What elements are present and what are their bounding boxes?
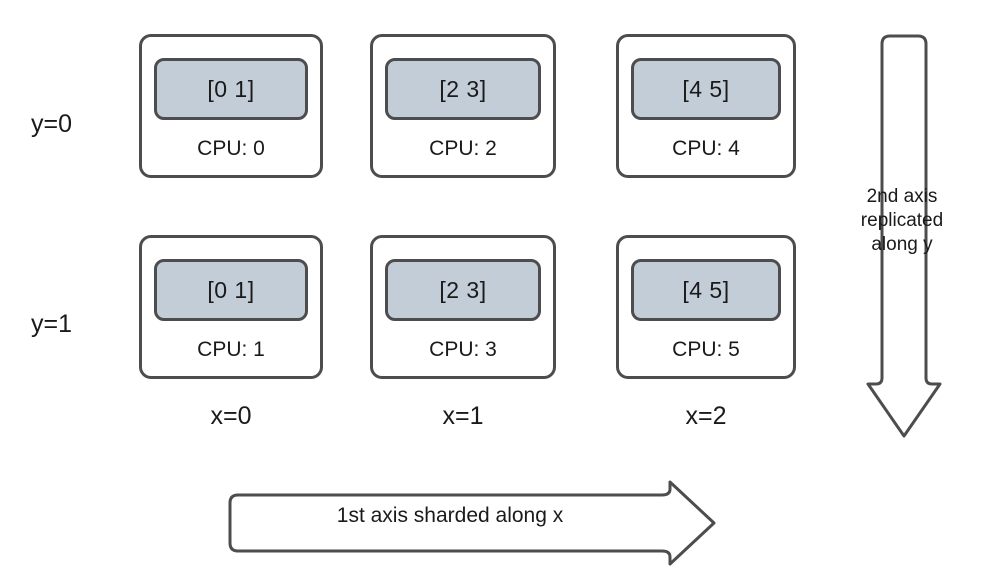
cpu-label: CPU: 1	[197, 338, 265, 361]
device-card-cpu1[interactable]: [0 1] CPU: 1	[139, 235, 323, 379]
row-label-y0: y=0	[31, 110, 73, 138]
cpu-label: CPU: 2	[429, 137, 497, 160]
memory-block-cpu1: [0 1]	[154, 259, 308, 321]
device-card-cpu5[interactable]: [4 5] CPU: 5	[616, 235, 796, 379]
memory-block-cpu4: [4 5]	[631, 58, 781, 120]
memory-block-cpu5: [4 5]	[631, 259, 781, 321]
memory-block-cpu0: [0 1]	[154, 58, 308, 120]
right-arrow-icon	[216, 478, 718, 568]
vertical-caption-line-3: along y	[871, 234, 933, 255]
device-card-cpu3[interactable]: [2 3] CPU: 3	[370, 235, 556, 379]
down-arrow-icon	[858, 32, 950, 446]
horizontal-arrow-caption: 1st axis sharded along x	[336, 504, 564, 527]
device-card-cpu4[interactable]: [4 5] CPU: 4	[616, 34, 796, 178]
cpu-label: CPU: 4	[672, 137, 740, 160]
row-label-y1: y=1	[31, 310, 73, 338]
shard-label: [4 5]	[682, 75, 730, 102]
vertical-caption-line-2: replicated	[860, 210, 944, 231]
vertical-caption-line-1: 2nd axis	[866, 186, 938, 207]
shard-label: [2 3]	[439, 75, 487, 102]
shard-label: [2 3]	[439, 276, 487, 303]
col-label-x2: x=2	[685, 402, 727, 430]
device-card-cpu2[interactable]: [2 3] CPU: 2	[370, 34, 556, 178]
shard-label: [0 1]	[207, 75, 255, 102]
device-card-cpu0[interactable]: [0 1] CPU: 0	[139, 34, 323, 178]
memory-block-cpu3: [2 3]	[385, 259, 541, 321]
col-label-x1: x=1	[442, 402, 484, 430]
shard-label: [0 1]	[207, 276, 255, 303]
shard-label: [4 5]	[682, 276, 730, 303]
cpu-label: CPU: 0	[197, 137, 265, 160]
cpu-label: CPU: 5	[672, 338, 740, 361]
vertical-arrow-caption: 2nd axis replicated along y	[840, 185, 964, 257]
col-label-x0: x=0	[210, 402, 252, 430]
memory-block-cpu2: [2 3]	[385, 58, 541, 120]
cpu-label: CPU: 3	[429, 338, 497, 361]
